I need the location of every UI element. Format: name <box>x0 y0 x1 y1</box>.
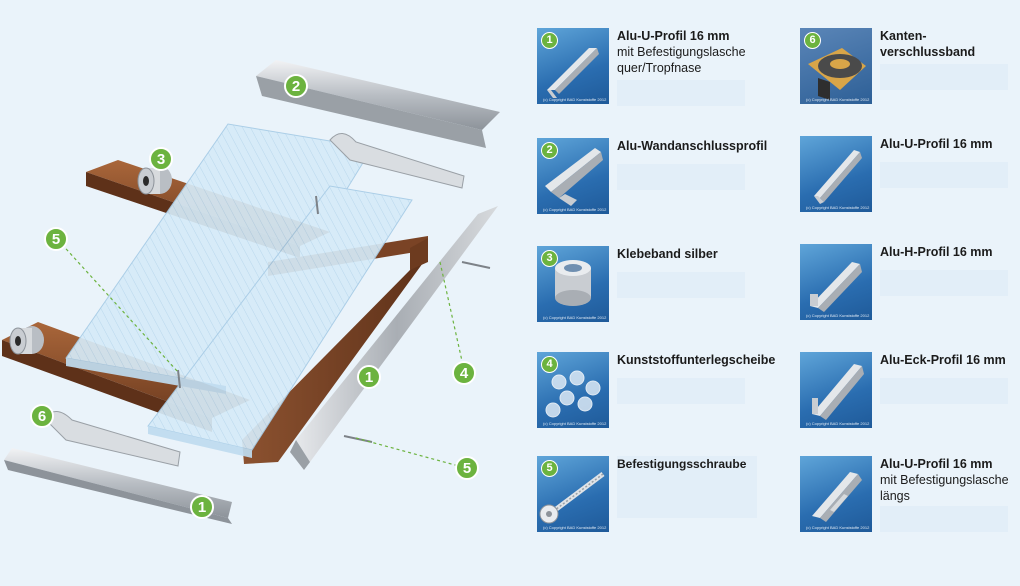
u-profile-icon <box>812 472 862 522</box>
copyright-note: (c) Copyright BAD Kunststoffe 2012 <box>543 315 607 320</box>
legend-item-3: 3 (c) Copyright BAD Kunststoffe 2012 Kle… <box>537 246 777 332</box>
item-title: Befestigungsschraube <box>617 457 747 471</box>
badge: 2 <box>541 142 558 159</box>
text-panel <box>617 80 745 106</box>
leader-lines <box>57 239 467 469</box>
copyright-note: (c) Copyright BAD Kunststoffe 2012 <box>806 97 870 102</box>
polycarbonate-panels <box>65 123 413 458</box>
legend-item-7: (c) Copyright BAD Kunststoffe 2012 Alu-U… <box>800 136 1020 222</box>
svg-text:3: 3 <box>157 151 165 168</box>
badge: 6 <box>804 32 821 49</box>
svg-text:2: 2 <box>292 78 300 95</box>
screw-thumbnail: 5 (c) Copyright BAD Kunststoffe 2012 <box>537 456 609 532</box>
washer-icon <box>545 370 601 418</box>
tape-thumbnail: 3 (c) Copyright BAD Kunststoffe 2012 <box>537 246 609 322</box>
svg-text:1: 1 <box>198 499 206 516</box>
washer-thumbnail: 4 (c) Copyright BAD Kunststoffe 2012 <box>537 352 609 428</box>
marker-3: 3 <box>149 147 173 171</box>
text-panel <box>880 162 1008 188</box>
text-panel <box>880 378 1008 404</box>
text-panel <box>617 272 745 298</box>
copyright-note: (c) Copyright BAD Kunststoffe 2012 <box>543 525 607 530</box>
item-subtitle: mit Befestigungslasche quer/Tropfnase <box>617 45 746 75</box>
marker-1b: 1 <box>190 495 214 519</box>
text-panel <box>617 164 745 190</box>
corner-profile-thumbnail: (c) Copyright BAD Kunststoffe 2012 <box>800 352 872 428</box>
svg-text:4: 4 <box>460 365 469 382</box>
item-title: Alu-U-Profil 16 mm <box>617 29 730 43</box>
item-title: Alu-U-Profil 16 mm <box>880 457 993 471</box>
legend-item-8: (c) Copyright BAD Kunststoffe 2012 Alu-H… <box>800 244 1020 330</box>
text-panel <box>880 270 1008 296</box>
copyright-note: (c) Copyright BAD Kunststoffe 2012 <box>806 421 870 426</box>
item-title: Alu-U-Profil 16 mm <box>880 137 993 151</box>
copyright-note: (c) Copyright BAD Kunststoffe 2012 <box>543 421 607 426</box>
u-profile-thumbnail: 1 (c) Copyright BAD Kunststoffe 2012 <box>537 28 609 104</box>
copyright-note: (c) Copyright BAD Kunststoffe 2012 <box>543 207 607 212</box>
wall-profile-thumbnail: 2 (c) Copyright BAD Kunststoffe 2012 <box>537 138 609 214</box>
legend-item-6: 6 (c) Copyright BAD Kunststoffe 2012 Kan… <box>800 28 1020 114</box>
badge: 5 <box>541 460 558 477</box>
marker-5b: 5 <box>455 456 479 480</box>
corner-profile-icon <box>812 364 864 420</box>
screw-icon <box>539 472 605 524</box>
svg-text:6: 6 <box>38 408 46 425</box>
tape-rolls <box>9 166 172 355</box>
tape-roll-icon <box>555 260 591 306</box>
item-title: Alu-Eck-Profil 16 mm <box>880 353 1006 367</box>
wall-connection-profile <box>256 60 500 148</box>
badge: 3 <box>541 250 558 267</box>
text-panel <box>880 506 1008 532</box>
legend-item-5: 5 (c) Copyright BAD Kunststoffe 2012 Bef… <box>537 456 777 542</box>
copyright-note: (c) Copyright BAD Kunststoffe 2012 <box>806 313 870 318</box>
assembly-diagram: 1 1 2 3 4 5 5 6 <box>2 60 500 524</box>
item-subtitle: mit Befestigungslasche längs <box>880 473 1009 503</box>
sealing-tape-thumbnail: 6 (c) Copyright BAD Kunststoffe 2012 <box>800 28 872 104</box>
legend-item-1: 1 (c) Copyright BAD Kunststoffe 2012 Alu… <box>537 28 777 114</box>
item-title: Alu-H-Profil 16 mm <box>880 245 993 259</box>
item-title: Kanten-verschlussband <box>880 29 976 59</box>
badge: 1 <box>541 32 558 49</box>
svg-text:5: 5 <box>52 231 60 248</box>
h-profile-thumbnail: (c) Copyright BAD Kunststoffe 2012 <box>800 244 872 320</box>
u-profile-thumbnail: (c) Copyright BAD Kunststoffe 2012 <box>800 456 872 532</box>
u-profile-thumbnail: (c) Copyright BAD Kunststoffe 2012 <box>800 136 872 212</box>
wall-profile-icon <box>545 148 603 206</box>
h-profile-icon <box>810 262 862 312</box>
marker-6: 6 <box>30 404 54 428</box>
text-panel <box>617 378 745 404</box>
legend-item-10: (c) Copyright BAD Kunststoffe 2012 Alu-U… <box>800 456 1020 542</box>
badge: 4 <box>541 356 558 373</box>
item-title: Alu-Wandanschlussprofil <box>617 139 768 153</box>
u-profile-icon <box>814 150 862 204</box>
legend-item-2: 2 (c) Copyright BAD Kunststoffe 2012 Alu… <box>537 138 777 224</box>
marker-5a: 5 <box>44 227 68 251</box>
svg-text:1: 1 <box>365 369 373 386</box>
sealing-tape-icon <box>808 48 866 100</box>
legend-item-4: 4 (c) Copyright BAD Kunststoffe 2012 Kun… <box>537 352 777 438</box>
u-profiles <box>4 206 498 524</box>
marker-2: 2 <box>284 74 308 98</box>
item-title: Kunststoffunterlegscheibe <box>617 353 776 367</box>
u-profile-icon <box>547 48 599 98</box>
text-panel <box>880 64 1008 90</box>
marker-4: 4 <box>452 361 476 385</box>
svg-text:5: 5 <box>463 460 471 477</box>
legend-item-9: (c) Copyright BAD Kunststoffe 2012 Alu-E… <box>800 352 1020 438</box>
marker-1a: 1 <box>357 365 381 389</box>
item-title: Klebeband silber <box>617 247 718 261</box>
copyright-note: (c) Copyright BAD Kunststoffe 2012 <box>806 205 870 210</box>
copyright-note: (c) Copyright BAD Kunststoffe 2012 <box>543 97 607 102</box>
copyright-note: (c) Copyright BAD Kunststoffe 2012 <box>806 525 870 530</box>
